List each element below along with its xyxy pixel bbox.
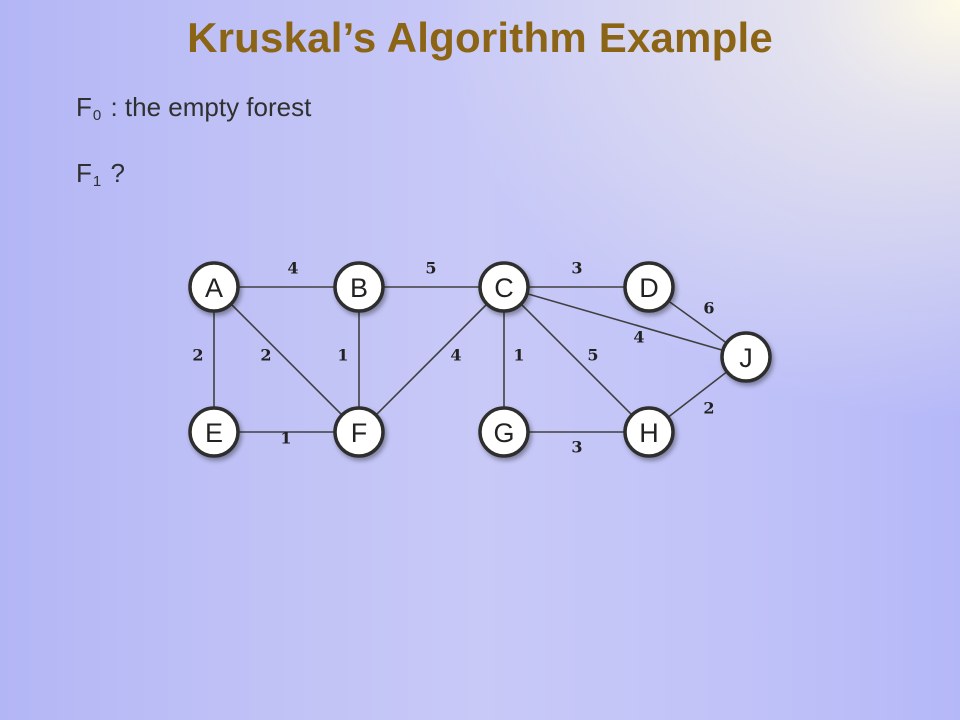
node-circle-h (623, 406, 675, 458)
node-e: E (188, 406, 240, 458)
node-d: D (623, 261, 675, 313)
forest-1-subscript: 1 (92, 173, 102, 190)
node-label-c: C (494, 273, 514, 303)
node-f: F (333, 406, 385, 458)
node-label-d: D (639, 273, 659, 303)
weight-g-h: 3 (571, 438, 582, 457)
node-label-b: B (350, 273, 368, 303)
node-label-e: E (205, 418, 223, 448)
weight-c-d: 3 (571, 259, 582, 278)
weight-e-f: 1 (280, 429, 291, 448)
weight-c-g: 1 (513, 346, 524, 365)
node-label-a: A (205, 273, 223, 303)
node-c: C (478, 261, 530, 313)
slide-title: Kruskal’s Algorithm Example (187, 14, 773, 61)
node-circle-f (333, 406, 385, 458)
node-label-j: J (739, 343, 753, 373)
weight-a-f: 2 (260, 346, 271, 365)
node-circle-c (478, 261, 530, 313)
forest-0-prefix: F (76, 92, 92, 122)
node-j: J (720, 331, 772, 383)
weight-c-j: 4 (633, 328, 644, 347)
node-a: A (188, 261, 240, 313)
weight-a-e: 2 (192, 346, 203, 365)
graph-weights: 4 5 3 6 4 2 2 1 4 1 5 1 3 2 (192, 259, 714, 457)
weight-h-j: 2 (703, 399, 714, 418)
node-circle-a (188, 261, 240, 313)
node-b: B (333, 261, 385, 313)
edge-a-f (213, 286, 360, 433)
node-label-h: H (639, 418, 659, 448)
node-circle-d (623, 261, 675, 313)
graph-nodes: A B C D J E F G H (188, 261, 772, 458)
weight-b-f: 1 (337, 346, 348, 365)
node-h: H (623, 406, 675, 458)
node-label-g: G (493, 418, 514, 448)
node-circle-b (333, 261, 385, 313)
weight-c-h: 5 (587, 346, 598, 365)
edge-c-h (503, 286, 650, 433)
graph-edges (213, 286, 747, 433)
forest-1-prefix: F (76, 158, 92, 188)
forest-line-1: F1 ? (76, 158, 125, 190)
node-g: G (478, 406, 530, 458)
forest-0-subscript: 0 (92, 107, 102, 124)
weight-d-j: 6 (703, 299, 714, 318)
node-circle-j (720, 331, 772, 383)
weight-c-f: 4 (450, 346, 461, 365)
node-circle-g (478, 406, 530, 458)
edge-c-j (503, 286, 747, 358)
weight-b-c: 5 (425, 259, 436, 278)
forest-1-text: ? (103, 158, 125, 188)
forest-0-text: : the empty forest (103, 92, 312, 122)
weight-a-b: 4 (287, 259, 298, 278)
node-circle-e (188, 406, 240, 458)
edge-c-f (358, 286, 505, 433)
node-label-f: F (351, 418, 368, 448)
forest-line-0: F0 : the empty forest (76, 92, 311, 124)
